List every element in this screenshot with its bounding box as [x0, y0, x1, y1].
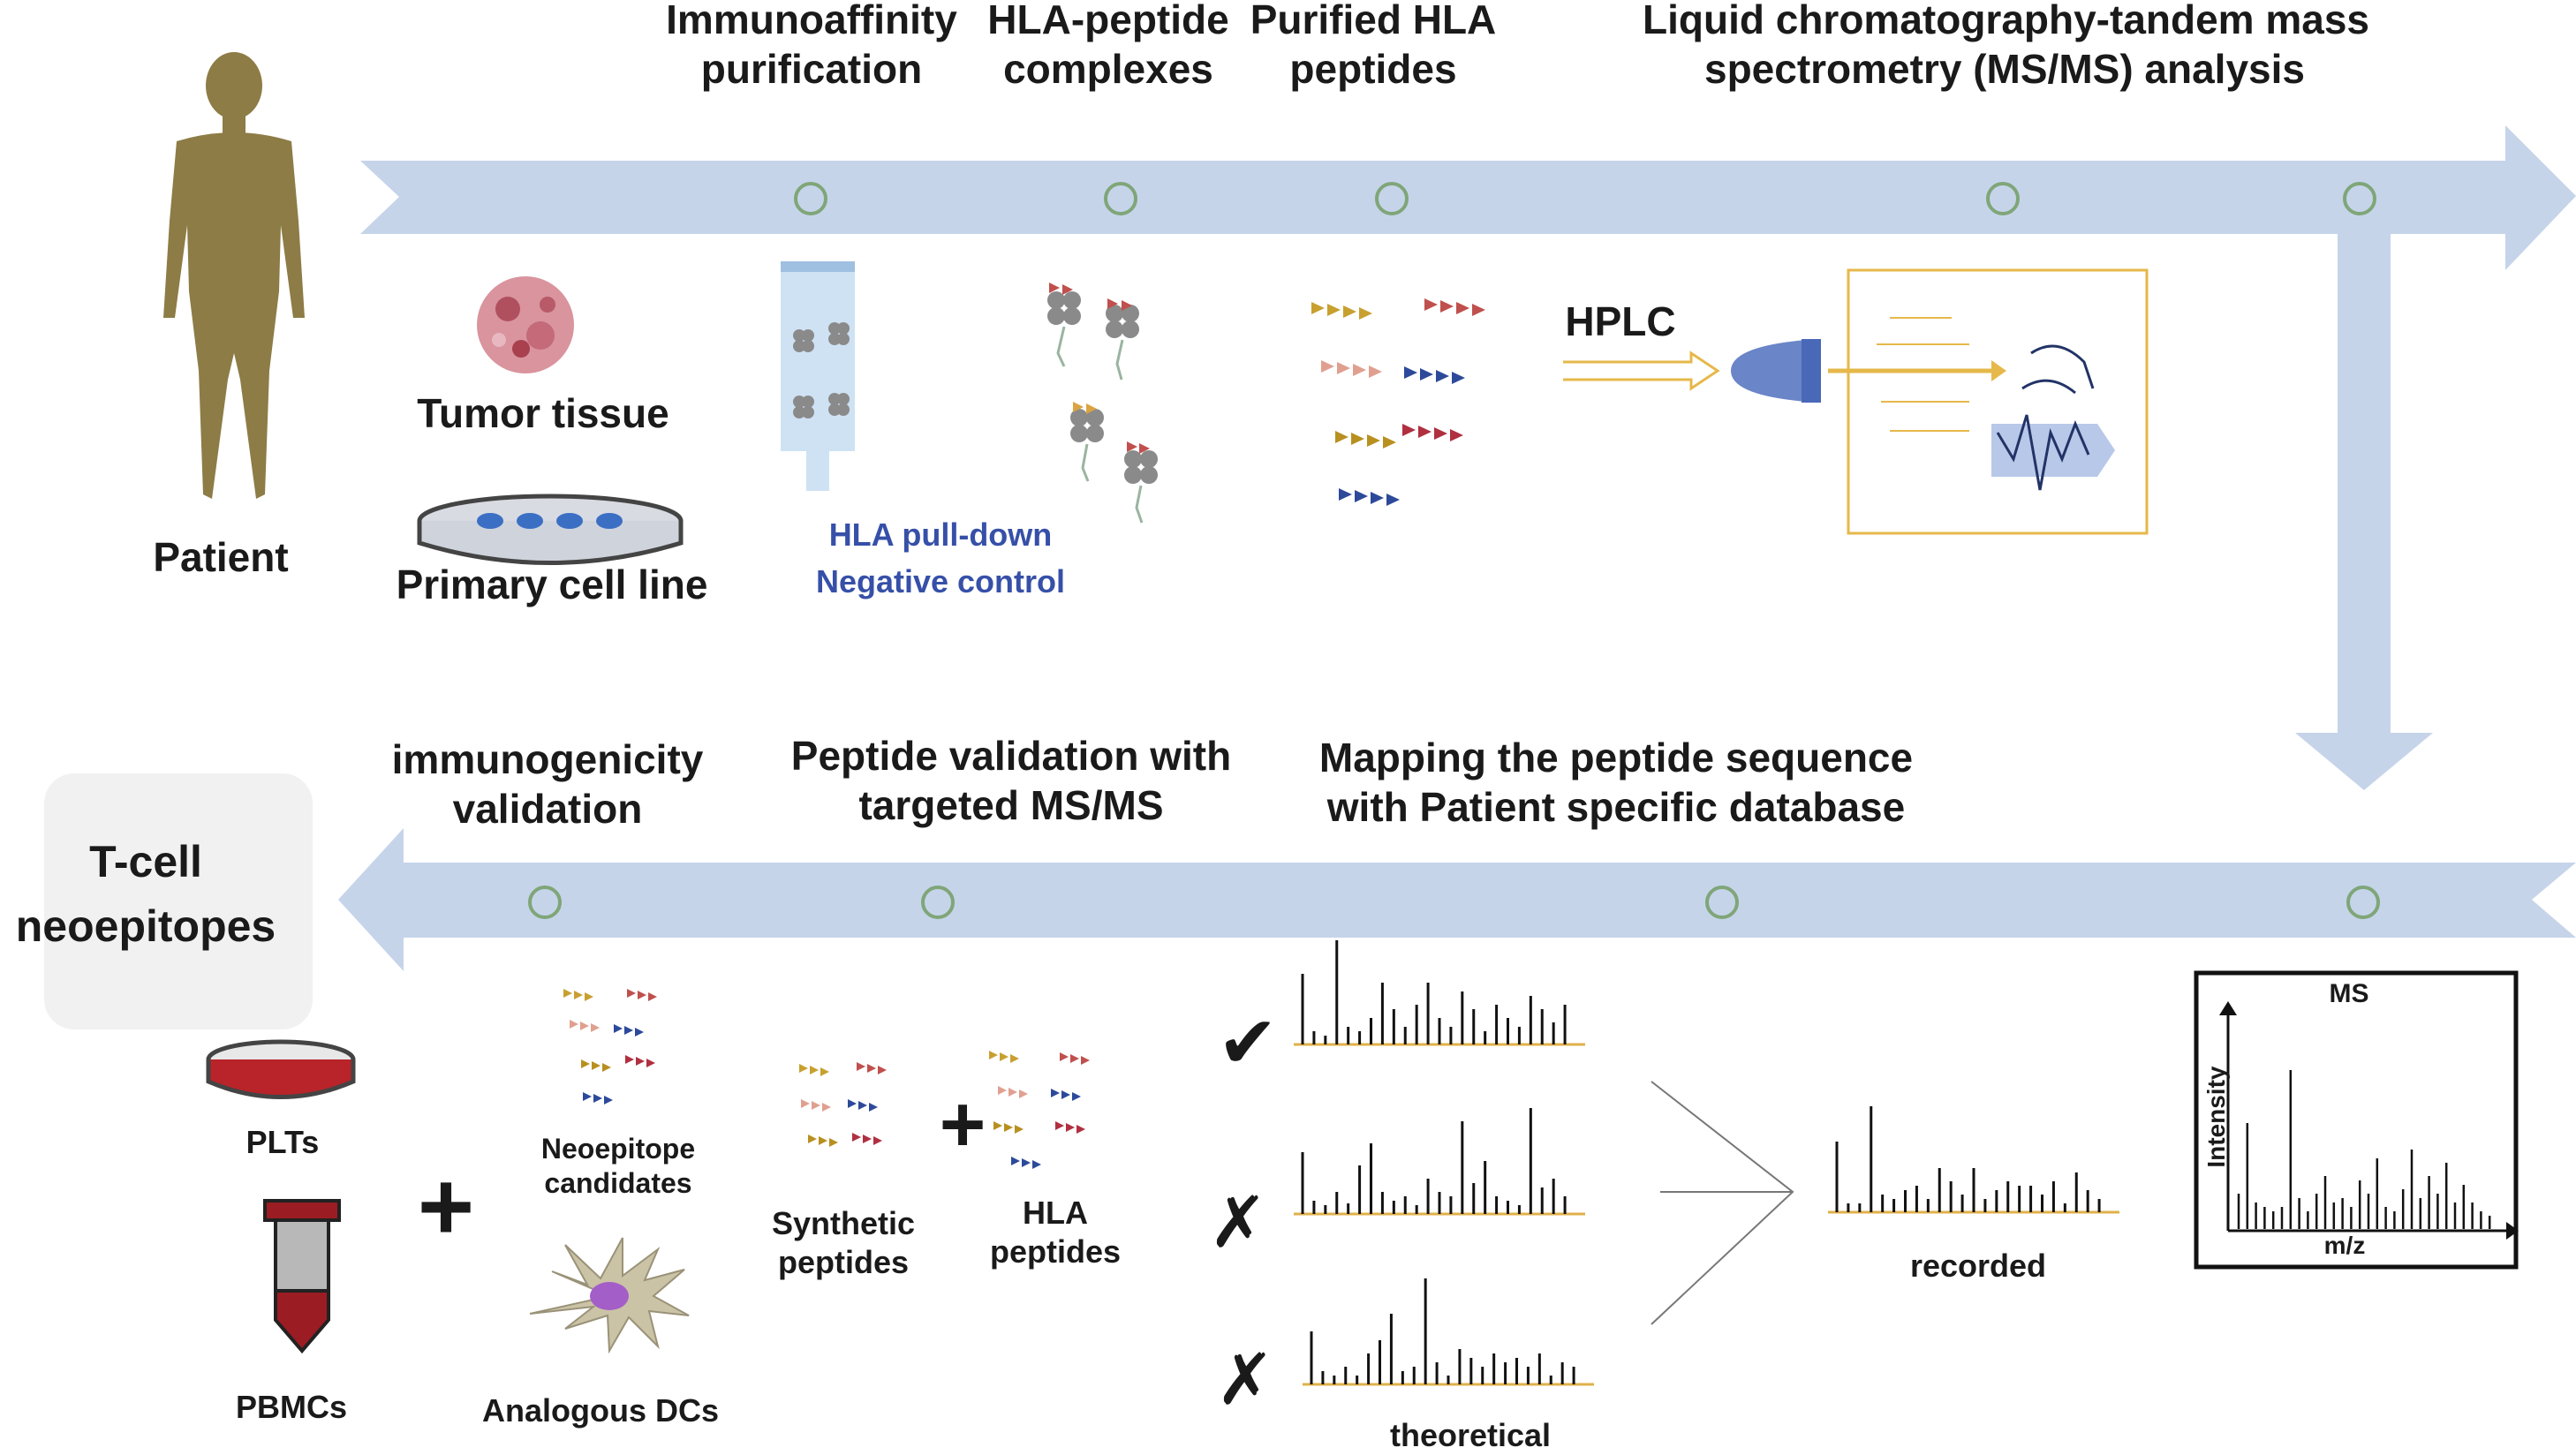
step-peptide-validation-label: Peptide validation with targeted MS/MS — [790, 733, 1232, 829]
theoretical-spectrum-2 — [1294, 1108, 1585, 1216]
tumor-tissue-label: Tumor tissue — [417, 390, 669, 436]
t-cell-neoepitopes-box — [44, 773, 313, 1029]
recorded-label: recorded — [1909, 1248, 2047, 1284]
node-hla-complexes — [1104, 182, 1137, 215]
step-lcms-label: Liquid chromatography-tandem mass spectr… — [1643, 0, 2370, 93]
patient-label: Patient — [153, 534, 289, 580]
comparison-lines — [1651, 1081, 1794, 1325]
mass-spectrometer-icon — [1731, 268, 2149, 535]
node-ms — [2346, 886, 2380, 919]
bottom-flow-arrow — [338, 828, 2576, 971]
step-purified-label: Purified HLA peptides — [1250, 0, 1497, 93]
negative-control-label: Negative control — [815, 563, 1066, 599]
node-corner — [2343, 182, 2376, 215]
tumor-tissue-icon — [477, 276, 574, 373]
neoepitope-peptides-icon — [563, 989, 657, 1104]
mismatch-x-icon-2: ✗ — [1215, 1340, 1275, 1419]
node-immunoaffinity — [794, 182, 827, 215]
ms-peaks — [2237, 1070, 2491, 1229]
hla-peptides-label: HLA peptides — [989, 1195, 1122, 1270]
theoretical-label: theoretical — [1389, 1417, 1552, 1453]
plus-sign-2: + — [939, 1081, 986, 1169]
synthetic-peptides-icon — [799, 1062, 887, 1147]
bottom-step-nodes — [528, 886, 2380, 919]
theoretical-spectrum-1 — [1294, 940, 1585, 1046]
hla-complexes-icon — [1047, 283, 1158, 524]
purified-peptides-icon — [1311, 298, 1485, 506]
ms-plot — [2194, 970, 2519, 1270]
cell-line-dish-icon — [417, 494, 684, 565]
analogous-dcs-label: Analogous DCs — [481, 1392, 719, 1429]
node-immunogenicity — [528, 886, 562, 919]
node-mapping — [1705, 886, 1739, 919]
plts-label: PLTs — [246, 1124, 320, 1160]
primary-cell-line-label: Primary cell line — [396, 562, 708, 607]
pulldown-column-icon — [781, 261, 855, 491]
plts-dish-icon — [206, 1039, 356, 1099]
t-cell-neoepitopes-label: T-cell neoepitopes — [15, 837, 276, 951]
ms-plot-ylabel: Intensity — [2202, 1066, 2230, 1168]
top-flow-arrow — [360, 125, 2576, 270]
node-purified — [1375, 182, 1409, 215]
node-peptide-validation — [921, 886, 955, 919]
ms-plot-title: MS — [2329, 979, 2369, 1008]
top-step-nodes — [794, 182, 2376, 215]
hplc-label: HPLC — [1565, 298, 1676, 344]
step-immunogenicity-label: immunogenicity validation — [391, 736, 704, 833]
plus-sign-1: + — [417, 1152, 475, 1261]
synthetic-peptides-label: Synthetic peptides — [771, 1205, 916, 1280]
node-lcms — [1986, 182, 2020, 215]
ms-plot-xlabel: m/z — [2323, 1232, 2366, 1259]
neoepitope-candidates-label: Neoepitope candidates — [540, 1133, 696, 1200]
match-check-icon: ✔ — [1217, 1003, 1279, 1083]
dendritic-cell-icon — [529, 1237, 690, 1354]
down-connector-arrow — [2295, 225, 2433, 790]
theoretical-spectrum-3 — [1303, 1278, 1594, 1386]
hplc-arrow — [1563, 351, 1720, 391]
step-hla-complexes-label: HLA-peptide complexes — [987, 0, 1229, 93]
hla-pulldown-label: HLA pull-down — [828, 516, 1053, 553]
step-mapping-label: Mapping the peptide sequence with Patien… — [1318, 735, 1914, 831]
pbmcs-tube-icon — [263, 1199, 341, 1354]
pbmcs-label: PBMCs — [235, 1389, 348, 1425]
hla-peptides-icon — [989, 1051, 1090, 1169]
patient-icon — [163, 52, 305, 499]
step-immunoaffinity-label: Immunoaffinity purification — [666, 0, 957, 93]
recorded-spectrum — [1828, 1106, 2119, 1214]
mismatch-x-icon-1: ✗ — [1208, 1183, 1268, 1262]
